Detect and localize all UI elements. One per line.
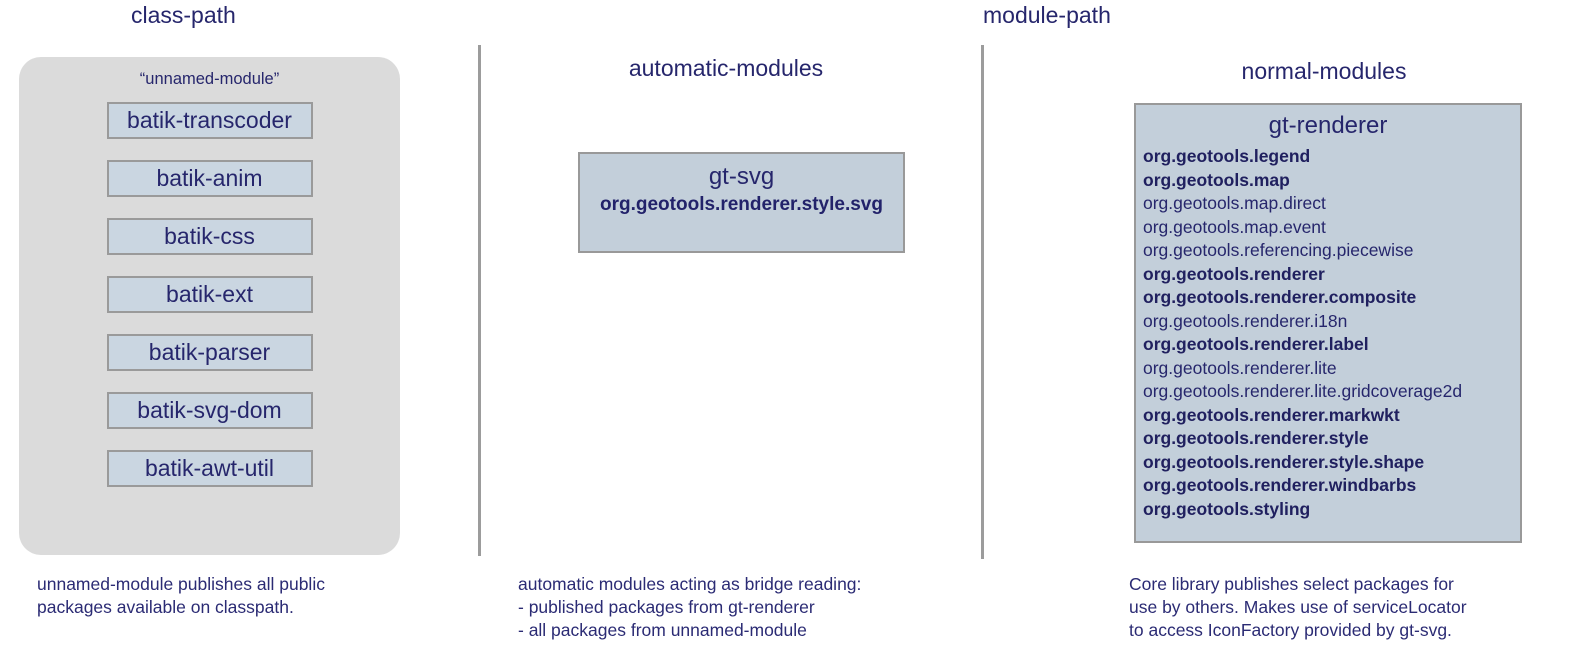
package-item: org.geotools.renderer.lite.gridcoverage2… <box>1143 381 1463 401</box>
package-item: org.geotools.renderer.label <box>1143 334 1369 354</box>
gt-renderer-package-list: org.geotools.legend org.geotools.map org.g… <box>1136 145 1520 521</box>
module-box-batik-svg-dom: batik-svg-dom <box>106 392 313 429</box>
heading-automatic-modules: automatic-modules <box>628 55 824 81</box>
package-item: org.geotools.renderer.i18n <box>1143 310 1348 331</box>
divider-classpath-modulepath <box>478 45 481 556</box>
module-box-batik-ext: batik-ext <box>106 276 313 313</box>
module-box-batik-awt-util: batik-awt-util <box>106 450 313 487</box>
caption-line: - published packages from gt-renderer <box>518 597 815 617</box>
module-box-batik-anim: batik-anim <box>106 160 313 197</box>
caption-line: Core library publishes select packages f… <box>1129 574 1454 594</box>
package-item: org.geotools.renderer.windbarbs <box>1143 475 1417 495</box>
caption-normal-modules: Core library publishes select packages f… <box>1129 573 1467 642</box>
package-item: org.geotools.renderer.composite <box>1143 287 1417 307</box>
package-item: org.geotools.legend <box>1143 146 1311 166</box>
package-item: org.geotools.referencing.piecewise <box>1143 240 1414 260</box>
gt-renderer-title: gt-renderer <box>1268 112 1388 139</box>
package-item: org.geotools.renderer.style <box>1143 428 1369 448</box>
module-box-batik-parser: batik-parser <box>106 334 313 371</box>
heading-normal-modules: normal-modules <box>1241 58 1407 84</box>
batik-module-list: batik-transcoder batik-anim batik-css batik… <box>19 102 400 487</box>
caption-class-path: unnamed-module publishes all public packa… <box>37 573 325 619</box>
caption-line: packages available on classpath. <box>37 597 294 617</box>
package-item: org.geotools.styling <box>1143 498 1311 519</box>
caption-line: use by others. Makes use of serviceLocat… <box>1129 597 1467 617</box>
caption-line: to access IconFactory provided by gt-svg… <box>1129 620 1452 640</box>
unnamed-module-label: “unnamed-module” <box>139 70 280 88</box>
package-item: org.geotools.renderer.lite <box>1143 357 1337 378</box>
gt-svg-package: org.geotools.renderer.style.svg <box>600 194 883 215</box>
module-box-gt-svg: gt-svg org.geotools.renderer.style.svg <box>578 152 905 253</box>
package-item: org.geotools.renderer.markwkt <box>1143 404 1400 425</box>
gt-svg-title: gt-svg <box>708 163 775 190</box>
package-item: org.geotools.renderer <box>1143 263 1325 284</box>
divider-automatic-normal <box>981 45 984 559</box>
package-item: org.geotools.map <box>1143 169 1290 190</box>
module-box-batik-transcoder: batik-transcoder <box>106 102 313 139</box>
caption-line: - all packages from unnamed-module <box>518 620 807 640</box>
module-box-batik-css: batik-css <box>106 218 313 255</box>
package-item: org.geotools.map.direct <box>1143 193 1326 213</box>
caption-line: automatic modules acting as bridge readi… <box>518 574 862 594</box>
caption-automatic-modules: automatic modules acting as bridge readi… <box>518 573 861 642</box>
heading-class-path: class-path <box>131 2 236 28</box>
package-item: org.geotools.map.event <box>1143 216 1326 237</box>
heading-module-path: module-path <box>983 2 1111 28</box>
package-item: org.geotools.renderer.style.shape <box>1143 451 1425 472</box>
unnamed-module-container: “unnamed-module” batik-transcoder batik-a… <box>19 57 400 555</box>
caption-line: unnamed-module publishes all public <box>37 574 325 594</box>
